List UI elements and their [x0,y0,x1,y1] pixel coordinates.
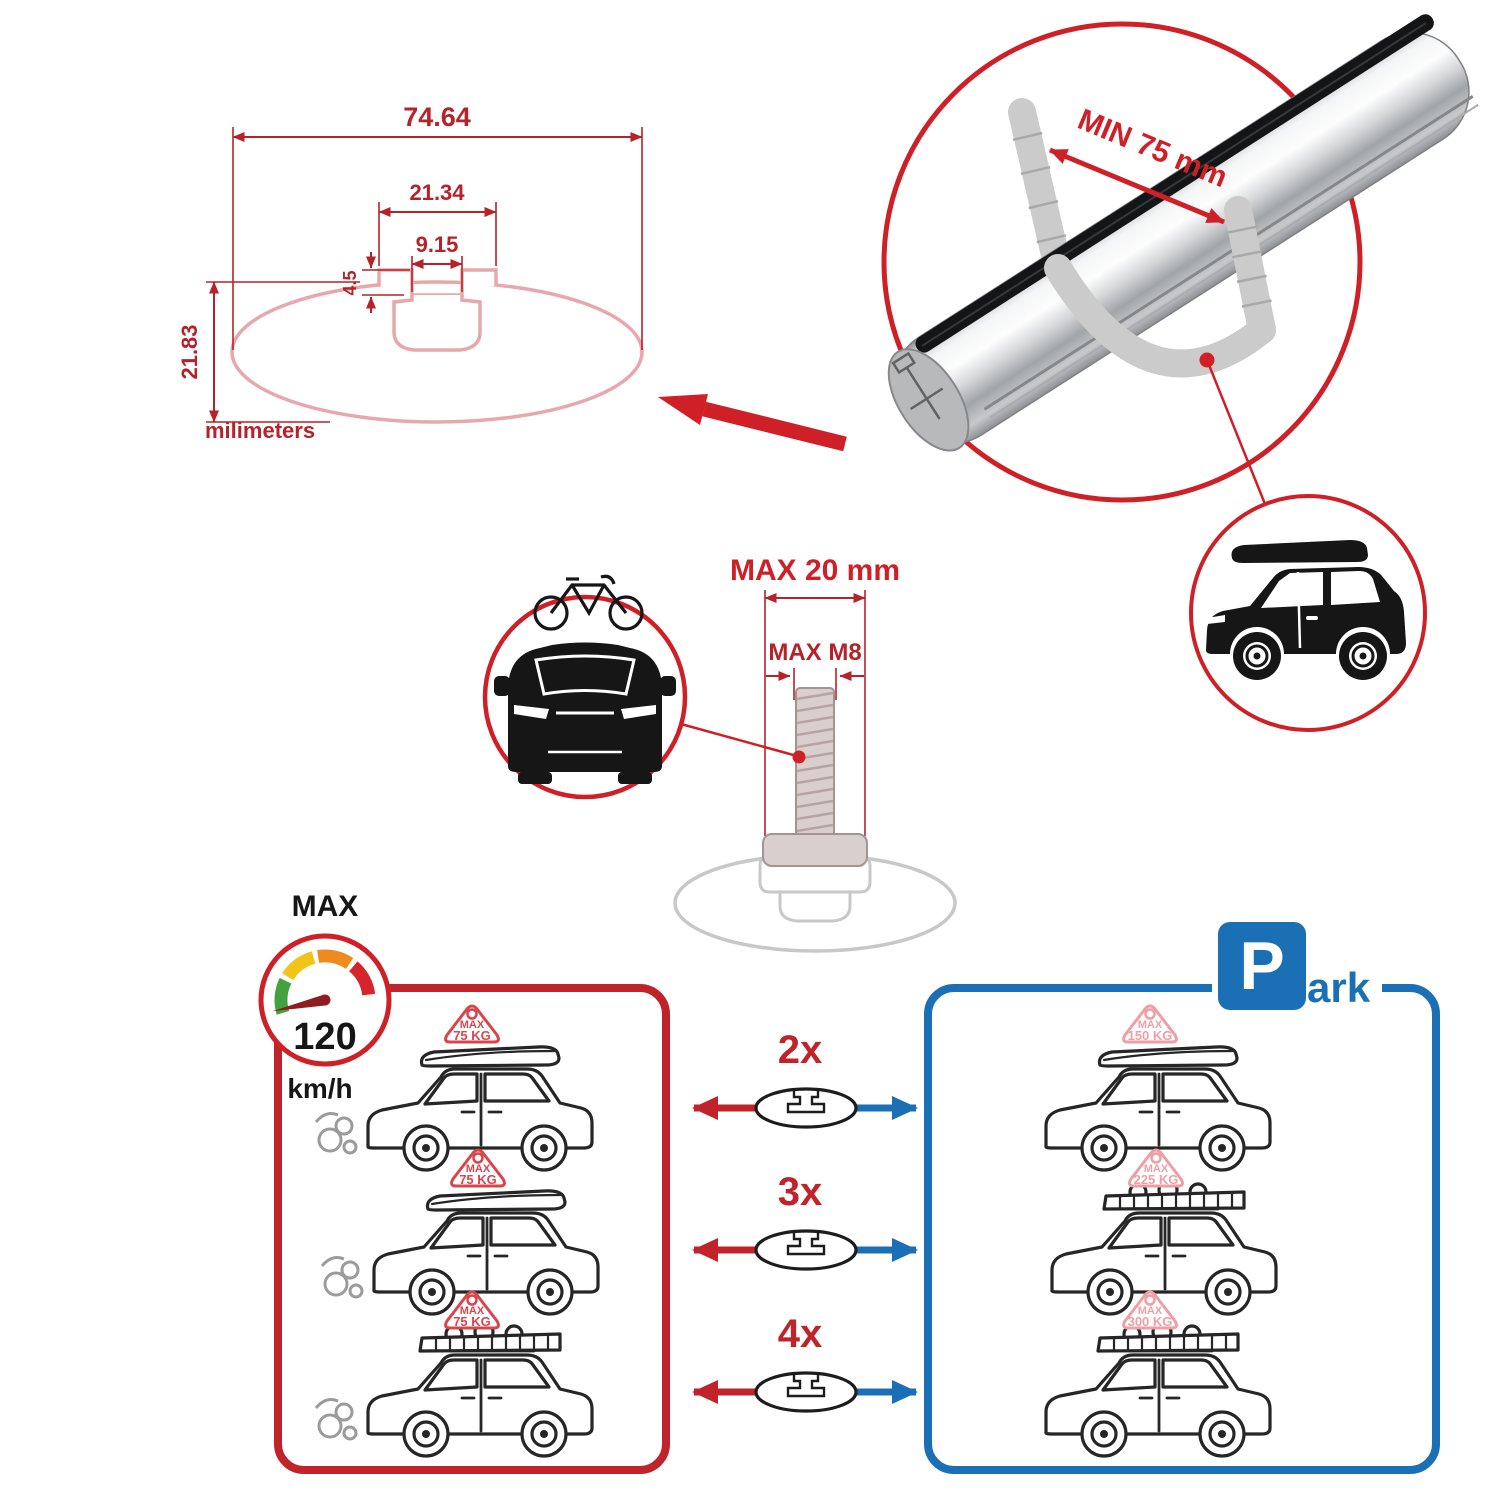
load-tag: MAX 75 KG [450,1148,506,1188]
car-front-badge [482,574,688,800]
speed-limit-gauge: MAX 120 km/h [258,890,392,1104]
crossbar-count-row: 3x [692,1170,918,1271]
svg-text:MAX: MAX [460,1305,485,1317]
u-clamp-far-leg [1008,98,1072,282]
profile-channel-cavity [392,295,482,352]
svg-text:75 KG: 75 KG [459,1172,497,1187]
pointer-arrow [658,394,847,452]
svg-text:300 KG: 300 KG [1128,1314,1173,1329]
bar-count-label: 3x [778,1170,823,1214]
crossbar-count-row: 4x [692,1312,918,1413]
parked-car-row: MAX 150 KG [1044,1004,1272,1172]
bolt-callout-dot [792,750,806,764]
park-suffix: ark [1307,964,1371,1011]
speed-max-label: MAX [292,890,359,923]
speed-units: km/h [287,1073,352,1104]
tbolt-icon [762,687,868,867]
driving-car-row: MAX 75 KG [320,1148,600,1316]
dim-channel-outer-label: 21.34 [409,180,465,205]
svg-text:MAX: MAX [1138,1019,1163,1031]
roofbox-car-badge [1189,494,1427,732]
svg-text:75 KG: 75 KG [453,1314,491,1329]
crossbar-cross-section-diagram: 74.64 21.34 9.15 4.5 21.83 milimeters [177,102,847,452]
units-label: milimeters [205,418,315,443]
bolt-callout-line [680,722,798,758]
svg-text:MAX: MAX [460,1019,485,1031]
max-slot-width-label: MAX 20 mm [730,554,900,587]
crossbar-profile-icon [754,1229,858,1271]
bar-count-label: 2x [778,1028,823,1072]
profile-ellipse [230,280,644,424]
crossbar-profile-icon [754,1371,858,1413]
dim-width-label: 74.64 [403,102,471,132]
crossbar-render-detail: MIN 75 mm [881,14,1479,732]
load-tag: MAX 300 KG [1122,1290,1178,1330]
gauge-needle [272,994,327,1012]
crossbar-photo [887,14,1479,452]
driving-car-row: MAX 75 KG [314,1004,594,1172]
crossbar-count-row: 2x [692,1028,918,1129]
load-tag: MAX 75 KG [444,1004,500,1044]
load-tag: MAX 150 KG [1122,1004,1178,1044]
min-span-label: MIN 75 mm [1073,103,1232,194]
max-thread-label: MAX M8 [768,639,861,666]
car-with-roofbox-icon [1206,540,1406,680]
park-letter: P [1239,928,1284,1004]
load-tag: MAX 225 KG [1128,1148,1184,1188]
driving-car-row: MAX 75 KG [314,1290,594,1458]
car-front-icon [494,642,676,784]
dim-height-label: 21.83 [177,324,202,379]
svg-text:MAX: MAX [466,1163,491,1175]
detail-circle [881,21,1363,503]
parked-car-row: MAX 225 KG [1050,1148,1278,1316]
bolt-section: MAX 20 mm MAX M8 [482,554,957,953]
dim-lip-label: 4.5 [340,270,360,295]
dim-channel-inner-label: 9.15 [416,232,459,257]
parking-sign: P ark [1212,918,1382,1014]
u-clamp-front [1044,196,1276,378]
parked-car-row: MAX 300 KG [1044,1290,1272,1458]
svg-text:225 KG: 225 KG [1134,1172,1179,1187]
bar-count-label: 4x [778,1312,823,1356]
parking-sign-square [1218,922,1306,1010]
crossbar-profile-icon [754,1087,858,1129]
speed-value: 120 [293,1016,356,1058]
svg-text:75 KG: 75 KG [453,1028,491,1043]
tbolt-head [762,833,868,867]
load-tag: MAX 75 KG [444,1290,500,1330]
svg-text:150 KG: 150 KG [1128,1028,1173,1043]
callout-line [1205,359,1267,505]
bike-icon [533,574,644,631]
svg-text:MAX: MAX [1138,1305,1163,1317]
svg-text:MAX: MAX [1144,1163,1169,1175]
